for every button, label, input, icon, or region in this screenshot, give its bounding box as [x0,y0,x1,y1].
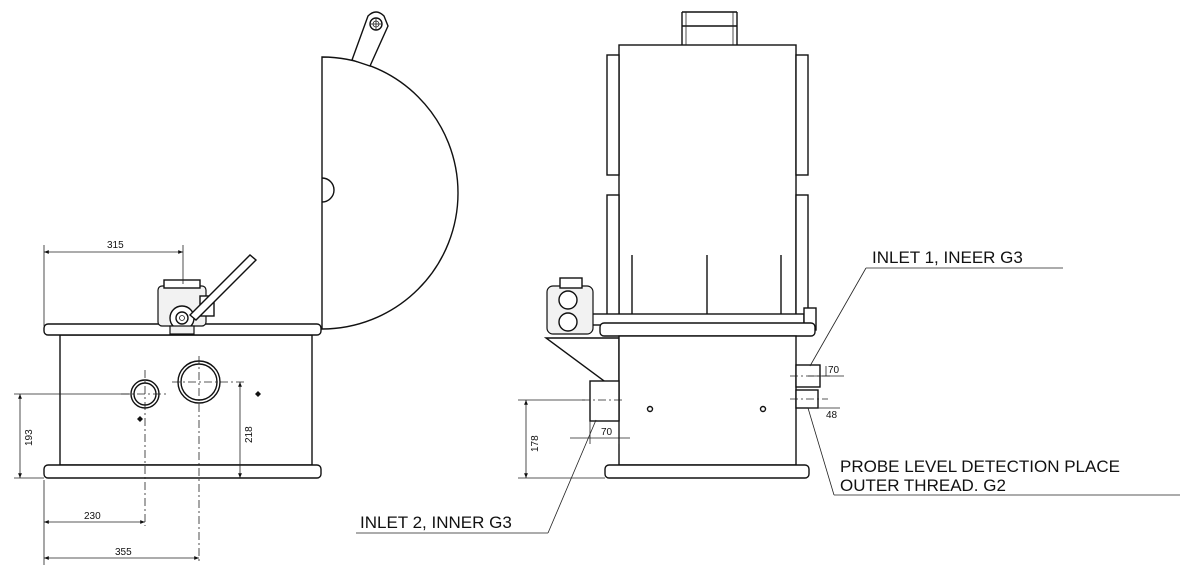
lever-arm [188,254,258,321]
side-view-body [59,334,313,466]
dimension-193: 193 [24,429,35,446]
dimension-70-inlet2: 70 [601,427,613,438]
top-handle [681,11,738,45]
side-view: 315 193 218 230 355 [14,11,459,565]
lid-notch [321,177,335,203]
dimension-178: 178 [530,435,541,452]
marker-dot [646,405,654,413]
dimension-48: 48 [826,410,838,421]
callout-probe-line1: PROBE LEVEL DETECTION PLACE [840,457,1120,476]
side-view-open-lid [321,56,459,330]
marker-dot [137,416,143,422]
lid-hinge-tab [351,11,389,67]
callouts: INLET 1, INEER G3 PROBE LEVEL DETECTION … [356,248,1180,534]
callout-inlet-1: INLET 1, INEER G3 [872,248,1023,267]
callout-inlet-2: INLET 2, INNER G3 [360,513,512,532]
dimension-355: 355 [115,547,132,558]
dimension-218: 218 [244,426,255,443]
dimension-230: 230 [84,511,101,522]
inlet-2-pipe [589,380,620,422]
marker-dot [255,391,261,397]
front-view: 178 70 70 48 [518,11,844,479]
dimension-315: 315 [107,240,124,251]
dimension-70-inlet1: 70 [828,365,840,376]
gear-motor-front [546,277,594,335]
front-view-body [618,335,797,466]
side-view-bottom-flange [43,464,322,479]
callout-probe-line2: OUTER THREAD. G2 [840,476,1006,495]
marker-dot [759,405,767,413]
